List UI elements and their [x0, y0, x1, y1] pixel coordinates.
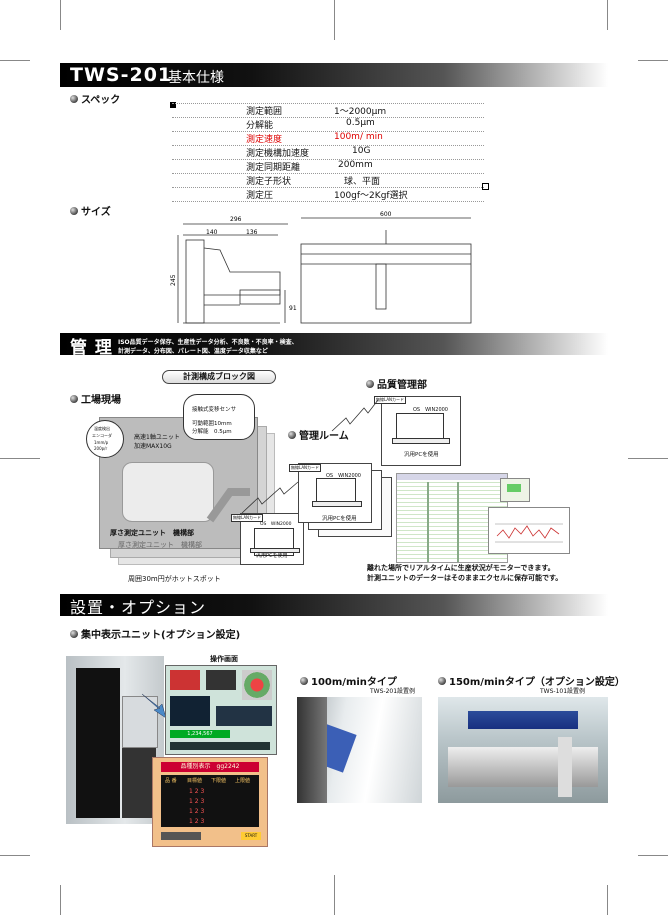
- dim-height: 245: [170, 274, 177, 286]
- display-panel: 品種別表示 gg2242 品 番 目標値 下限値 上限値 1 2 3 1 2 3…: [152, 757, 268, 847]
- option2-heading: 150m/minタイプ（オプション設定）: [438, 673, 625, 688]
- hotspot-note: 周囲30m円がホットスポット: [128, 575, 221, 583]
- dim-b: 136: [246, 229, 258, 236]
- block-diagram-title: 計測構成ブロック図: [162, 370, 276, 384]
- bullet-icon: [70, 394, 78, 403]
- unit-window: [122, 462, 214, 522]
- bullet-icon: [300, 676, 308, 685]
- screen-label: 操作画面: [210, 655, 238, 663]
- panel-title: 品種別表示 gg2242: [161, 762, 259, 772]
- sensor-bubble: [183, 394, 255, 440]
- counter-display: 1,234,567: [170, 730, 230, 738]
- bullet-icon: [366, 379, 374, 388]
- option2-caption: TWS-101設置例: [540, 688, 586, 695]
- dim-c: 91: [289, 305, 297, 312]
- management-bullet: 計測データ、分布図、パレート図、温度データ収集など: [118, 348, 268, 355]
- quality-heading: 品質管理部: [366, 376, 427, 391]
- bullet-icon: [288, 430, 296, 439]
- corner-mark: [170, 102, 176, 108]
- dim-a: 140: [206, 229, 218, 236]
- install-band: 設置・オプション: [60, 594, 608, 617]
- bullet-icon: [438, 676, 446, 685]
- dim-width: 600: [380, 211, 392, 218]
- size-heading: サイズ: [70, 203, 111, 218]
- management-bullet: ISO品質データ保存、生産性データ分析、不良数・不良率・検査、: [118, 339, 298, 346]
- wireless-signal-icon: [331, 399, 379, 432]
- wire-connector: [206, 488, 250, 523]
- spec-header-band: TWS-201 基本仕様: [60, 63, 608, 87]
- display-unit-heading: 集中表示ユニット(オプション設定): [70, 626, 240, 641]
- operation-screen: 1,234,567: [165, 665, 277, 755]
- spec-heading: スペック: [70, 91, 120, 106]
- thickness-unit-shadow-label: 厚さ測定ユニット 機構部: [118, 541, 202, 549]
- bullet-icon: [70, 94, 78, 103]
- option1-photo: [297, 697, 422, 803]
- option1-caption: TWS-201設置例: [370, 688, 416, 695]
- section-title: 基本仕様: [168, 70, 224, 86]
- size-drawing: 296 140 136 245 91 600: [170, 211, 472, 324]
- install-title: 設置・オプション: [70, 598, 207, 617]
- model-title: TWS-201: [70, 64, 173, 86]
- factory-heading: 工場現場: [70, 391, 121, 406]
- room-heading: 管理ルーム: [288, 427, 349, 442]
- option1-heading: 100m/minタイプ: [300, 673, 397, 688]
- encoder-circle: [86, 420, 124, 458]
- thickness-unit-label: 厚さ測定ユニット 機構部: [110, 529, 194, 537]
- note-realtime: 離れた場所でリアルタイムに生産状況がモニターできます。: [367, 564, 555, 572]
- spec-row: 測定子形状球、平面: [172, 174, 484, 188]
- spreadsheet-popup: [500, 478, 530, 502]
- corner-mark: [482, 183, 489, 190]
- option2-photo: [438, 697, 608, 803]
- management-band: 管 理: [60, 333, 608, 358]
- dim-total: 296: [230, 216, 242, 223]
- cabinet-photo: [66, 656, 164, 824]
- bullet-icon: [70, 206, 78, 215]
- wireless-signal-icon: [241, 481, 299, 514]
- start-button: START: [241, 832, 261, 840]
- chart-popup: [488, 507, 570, 554]
- note-excel: 計測ユニットのデーターはそのままエクセルに保存可能です。: [367, 574, 563, 582]
- management-title: 管 理: [70, 338, 113, 358]
- bullet-icon: [70, 629, 78, 638]
